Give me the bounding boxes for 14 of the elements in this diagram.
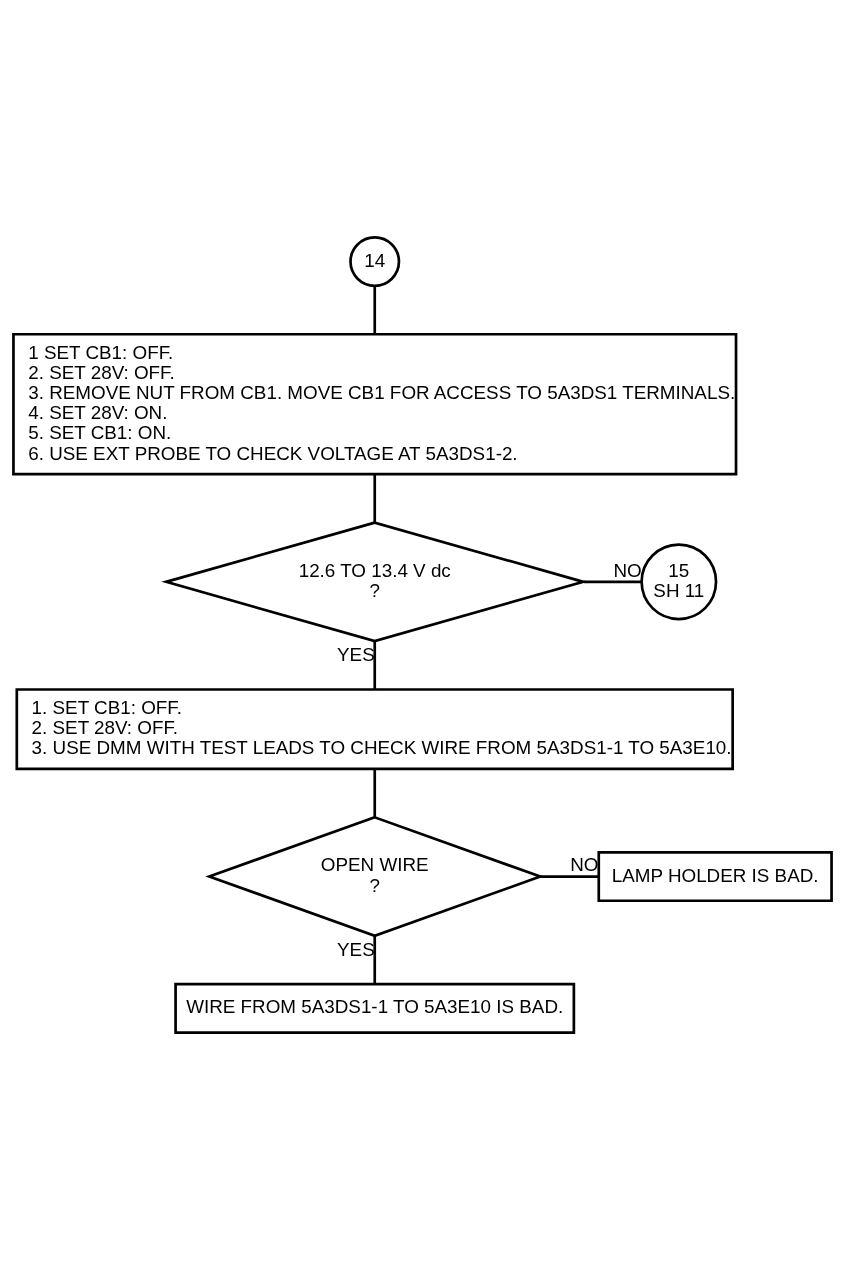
connector [583,580,642,584]
node-box: WIRE FROM 5A3DS1-1 TO 5A3E10 IS BAD. [174,982,576,1034]
connector [540,875,599,878]
node-box: LAMP HOLDER IS BAD. [597,850,833,903]
node-box: 1. SET CB1: OFF. 2. SET 28V: OFF. 3. USE DMM WITH TEST LEADS TO CHECK WIRE FROM 5A3DS1-1 TO 5A3E10. [15,688,734,771]
node-circle: 15 SH 11 [640,543,718,621]
connector [373,286,377,334]
connector [373,474,377,523]
edge-label: NO [613,559,642,581]
connector [373,641,377,690]
connector [373,768,377,817]
node-circle: 14 [349,236,401,288]
node-box: 1 SET CB1: OFF. 2. SET 28V: OFF. 3. REMOVE NUT FROM CB1. MOVE CB1 FOR ACCESS TO 5A3DS1 TERMINALS. 4. SET 28V: ON. 5. SET CB1: ON. 6. USE EXT PROBE TO CHECK VOLTAGE AT 5A3DS1-2. [12,332,738,476]
connector [373,936,377,984]
